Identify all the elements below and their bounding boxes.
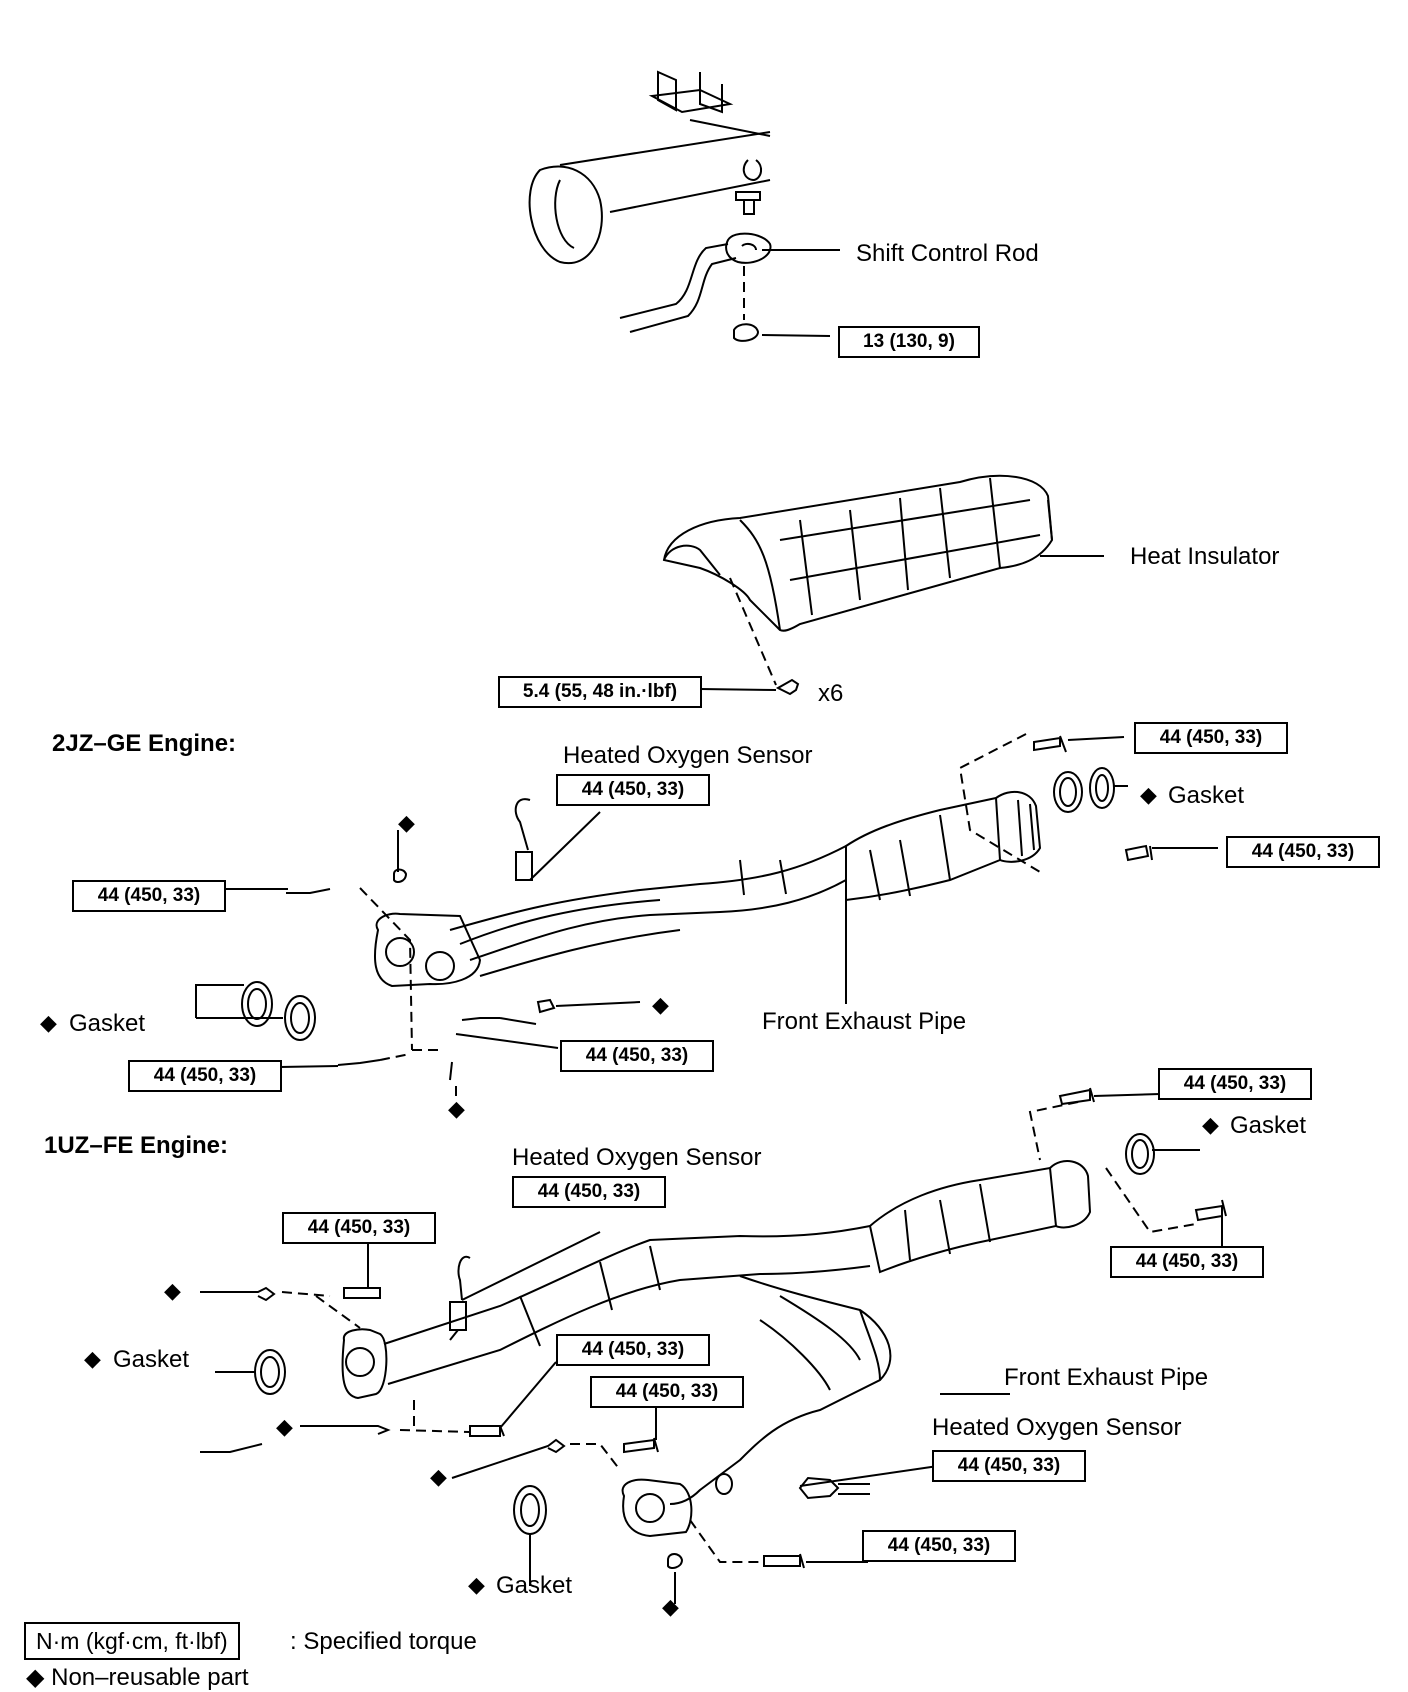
torque-spec-1uz-center-lower: 44 (450, 33) <box>590 1376 744 1408</box>
gasket-label-1uz-right: Gasket <box>1230 1112 1307 1139</box>
non-reusable-marker: ◆ <box>1140 782 1157 807</box>
non-reusable-marker: ◆ <box>468 1572 485 1597</box>
heated-oxygen-sensor-label-1uz-upper: Heated Oxygen Sensor <box>512 1144 762 1171</box>
gasket-label-1uz-left: Gasket <box>113 1346 190 1373</box>
non-reusable-marker: ◆ <box>164 1278 181 1303</box>
torque-spec-heat-insulator: 5.4 (55, 48 in.·lbf) <box>498 676 702 708</box>
non-reusable-marker: ◆ <box>1202 1112 1219 1137</box>
torque-spec-1uz-top-right: 44 (450, 33) <box>1158 1068 1312 1100</box>
shift-control-rod-label: Shift Control Rod <box>856 240 1039 267</box>
gasket-label-1uz-bottom: Gasket <box>496 1572 573 1599</box>
non-reusable-marker: ◆ <box>448 1096 465 1121</box>
torque-spec-2jz-top-right: 44 (450, 33) <box>1134 722 1288 754</box>
non-reusable-marker: ◆ <box>430 1464 447 1489</box>
non-reusable-marker: ◆ <box>276 1414 293 1439</box>
gasket-label-2jz-right: Gasket <box>1168 782 1245 809</box>
heated-oxygen-sensor-label-2jz: Heated Oxygen Sensor <box>563 742 813 769</box>
legend-torque-desc: : Specified torque <box>290 1628 477 1655</box>
engine-1uz-header: 1UZ–FE Engine: <box>44 1132 229 1159</box>
heated-oxygen-sensor-label-1uz-lower: Heated Oxygen Sensor <box>932 1414 1182 1441</box>
non-reusable-marker: ◆ <box>40 1010 57 1035</box>
heat-insulator-shape <box>662 474 1104 696</box>
gasket-label-2jz-left: Gasket <box>69 1010 146 1037</box>
torque-spec-o2-sensor-1uz-upper: 44 (450, 33) <box>512 1176 666 1208</box>
legend-non-reusable: ◆ Non–reusable part <box>26 1664 249 1691</box>
heat-insulator-label: Heat Insulator <box>1130 543 1280 570</box>
non-reusable-marker: ◆ <box>398 810 415 835</box>
torque-spec-2jz-left-upper: 44 (450, 33) <box>72 880 226 912</box>
shift-rod-assembly <box>528 70 840 342</box>
front-exhaust-pipe-label-1uz: Front Exhaust Pipe <box>1004 1364 1209 1391</box>
torque-spec-2jz-lower-left: 44 (450, 33) <box>128 1060 282 1092</box>
quantity-x6-label: x6 <box>818 680 844 707</box>
torque-spec-o2-sensor-1uz-lower: 44 (450, 33) <box>932 1450 1086 1482</box>
torque-spec-o2-sensor-2jz: 44 (450, 33) <box>556 774 710 806</box>
torque-spec-1uz-right: 44 (450, 33) <box>1110 1246 1264 1278</box>
non-reusable-marker: ◆ <box>662 1594 679 1619</box>
engine-2jz-header: 2JZ–GE Engine: <box>52 730 237 757</box>
torque-spec-1uz-upper-left: 44 (450, 33) <box>282 1212 436 1244</box>
torque-spec-shift-rod: 13 (130, 9) <box>838 326 980 358</box>
exhaust-pipe-1uz-shape <box>200 1087 1227 1604</box>
torque-spec-2jz-right: 44 (450, 33) <box>1226 836 1380 868</box>
torque-spec-1uz-bottom: 44 (450, 33) <box>862 1530 1016 1562</box>
exhaust-pipe-2jz-shape <box>195 733 1218 1096</box>
legend-torque-unit: N·m (kgf·cm, ft·lbf) <box>24 1622 240 1660</box>
non-reusable-marker: ◆ <box>84 1346 101 1371</box>
torque-spec-1uz-center-upper: 44 (450, 33) <box>556 1334 710 1366</box>
torque-spec-2jz-lower-center: 44 (450, 33) <box>560 1040 714 1072</box>
front-exhaust-pipe-label-2jz: Front Exhaust Pipe <box>762 1008 967 1035</box>
non-reusable-marker: ◆ <box>652 992 669 1017</box>
